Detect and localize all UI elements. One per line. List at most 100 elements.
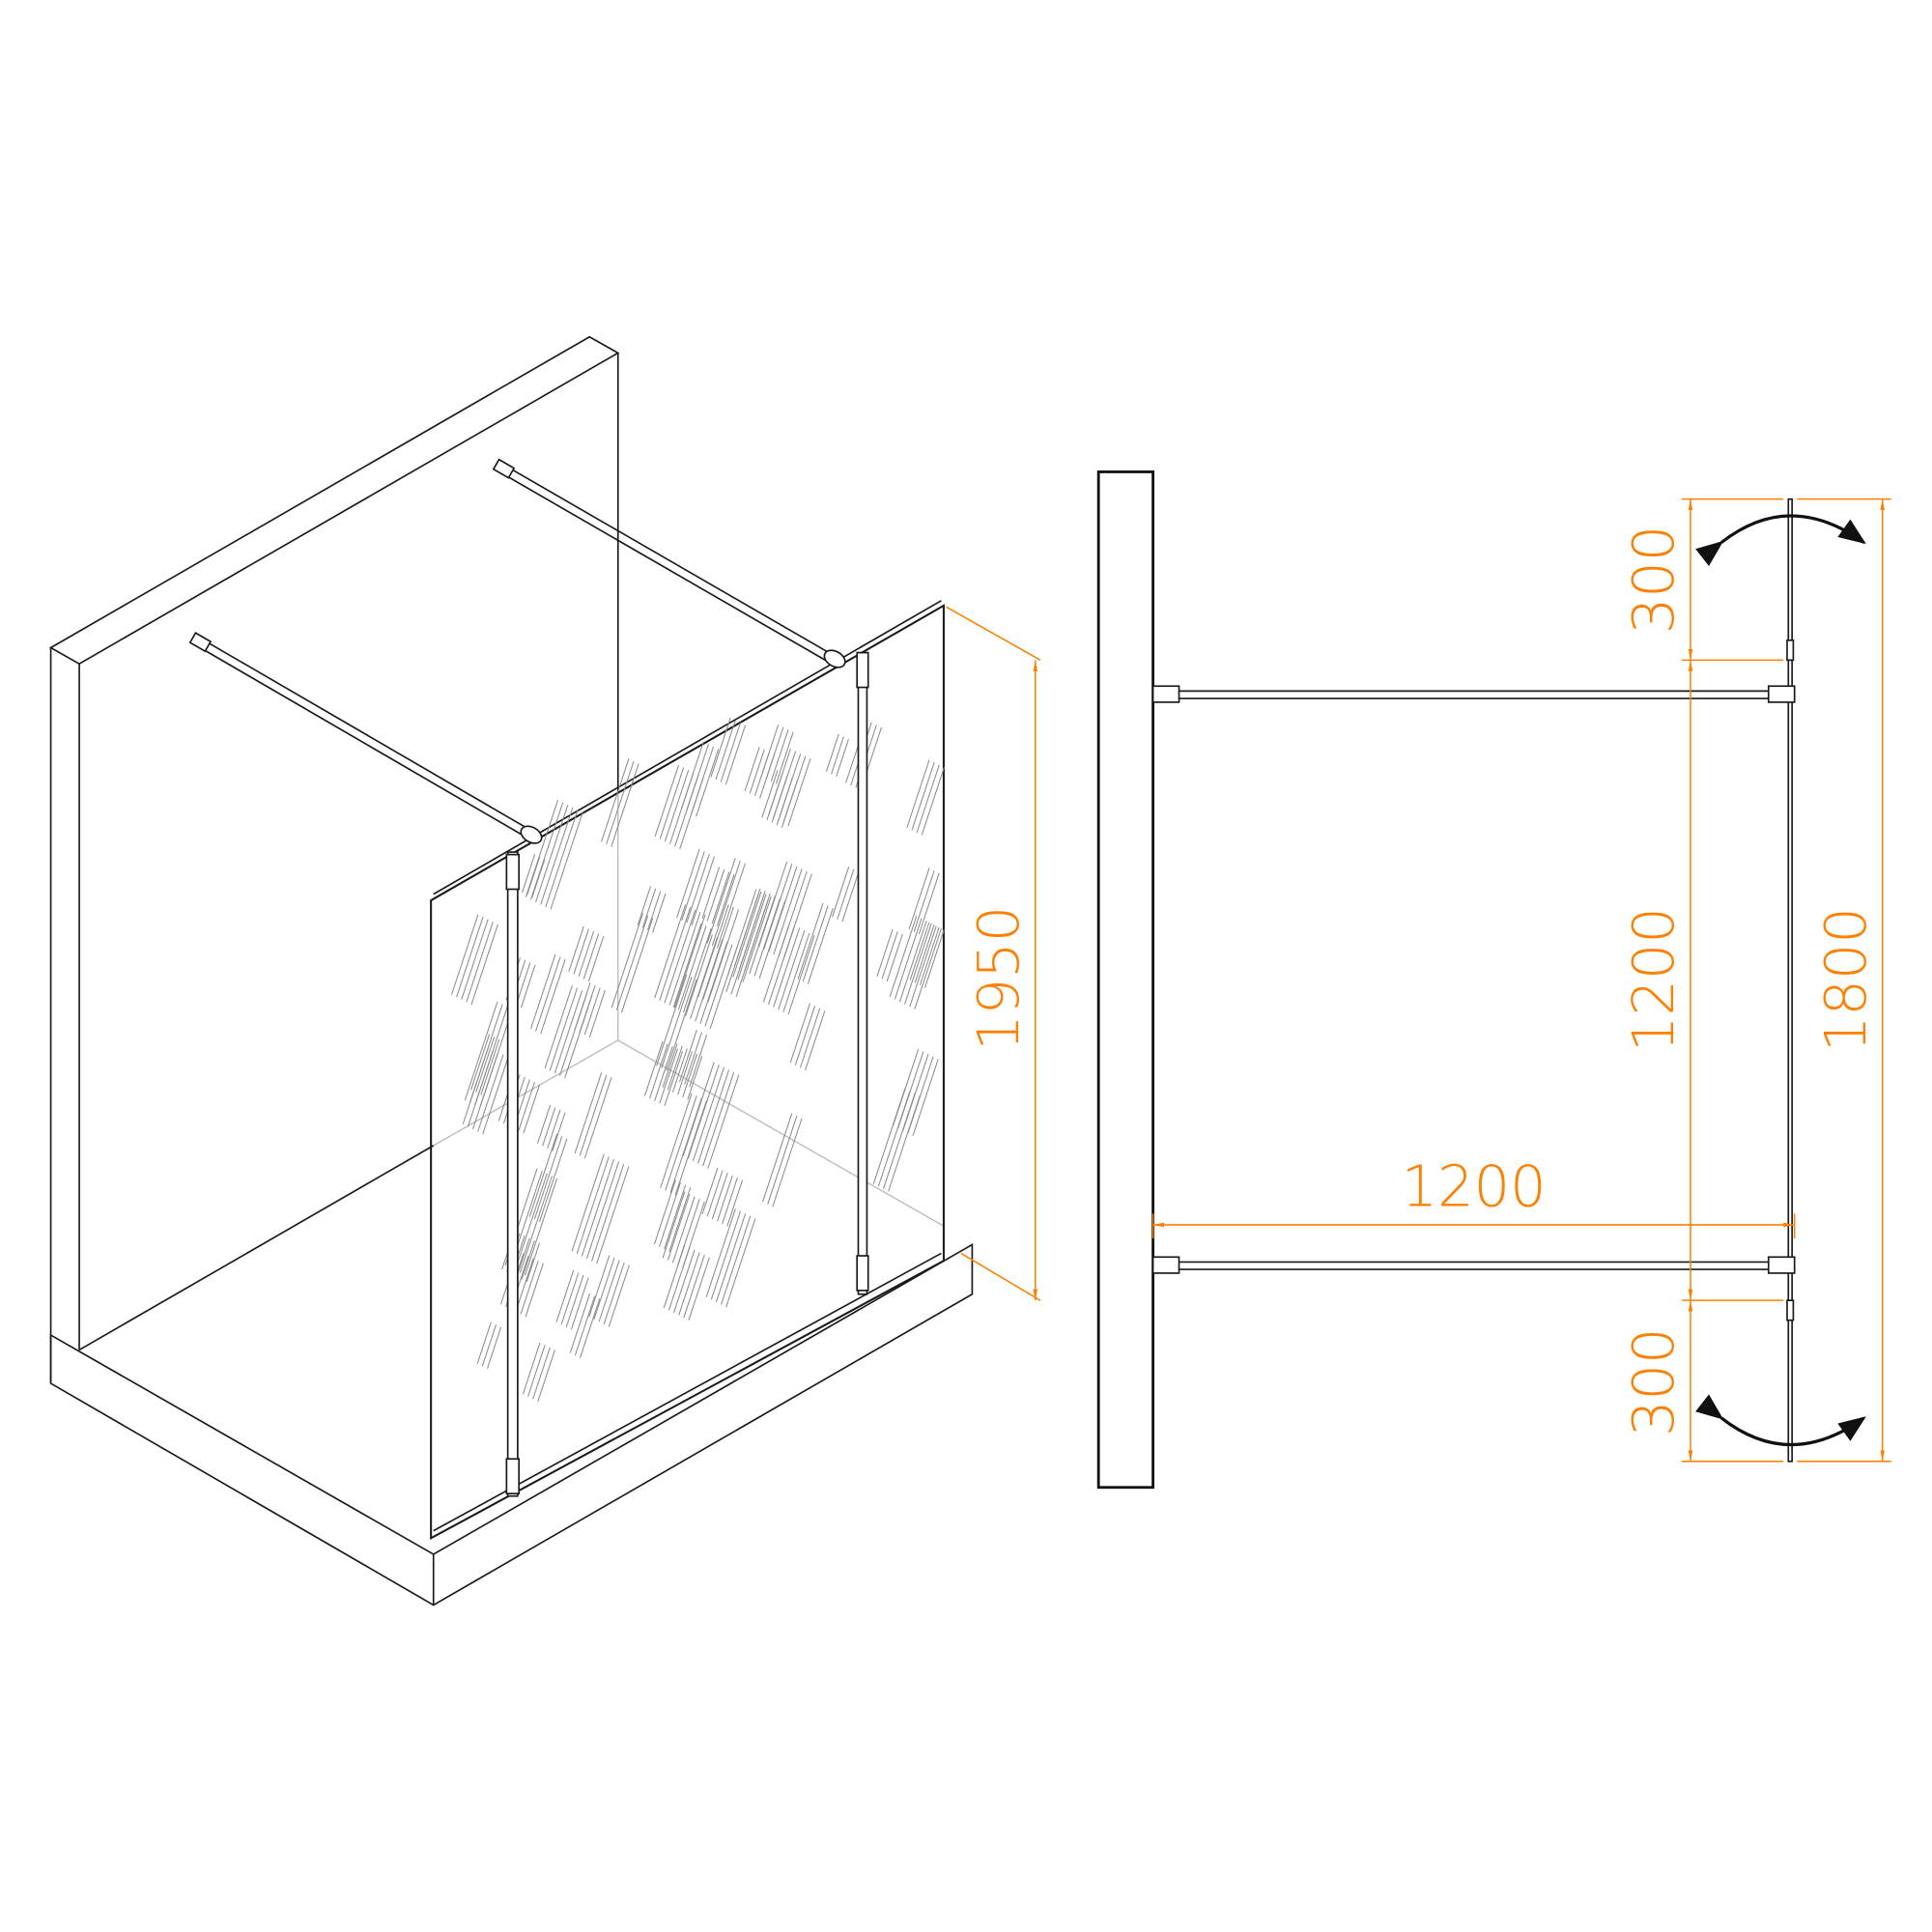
glass-streak	[664, 1051, 684, 1106]
glass-streak	[667, 1193, 691, 1261]
glass-streak	[588, 1255, 611, 1318]
glass-streak	[641, 888, 657, 928]
glass-streak	[683, 1254, 705, 1319]
glass-streak	[549, 987, 578, 1071]
glass-streak	[889, 915, 918, 998]
glass-streak	[514, 1173, 548, 1271]
glass-streak	[652, 893, 667, 933]
glass-streak	[773, 927, 801, 1008]
glass-streak	[832, 867, 850, 918]
swing-arrow-top	[1695, 514, 1866, 567]
glass-streak	[778, 870, 808, 957]
back-wall	[48, 335, 620, 1351]
glass-streak	[671, 1196, 696, 1264]
glass-streak	[668, 912, 701, 1006]
glass-streak	[621, 918, 654, 1013]
glass-streak	[518, 1081, 535, 1131]
glass-streak	[841, 871, 860, 923]
glass-streak	[807, 907, 834, 985]
glass-streak	[527, 1345, 546, 1397]
swing-arrow-bottom	[1695, 1394, 1866, 1447]
glass-streak	[528, 1133, 558, 1217]
glass-streak	[888, 1095, 921, 1192]
glass-streak	[697, 1069, 730, 1164]
glass-streak	[772, 1118, 803, 1208]
glass-streak	[753, 897, 781, 977]
glass-streak	[696, 749, 720, 817]
glass-streak	[587, 935, 605, 982]
glass-streak	[469, 1004, 503, 1103]
glass-streak	[582, 933, 600, 980]
glass-streak	[519, 1176, 553, 1273]
glass-streak	[585, 1161, 620, 1260]
glass-streak	[552, 1112, 566, 1151]
isometric-view: 1950	[48, 335, 1041, 1606]
glass-streak	[659, 1048, 678, 1104]
glass-streak	[684, 934, 713, 1017]
glass-streak	[914, 927, 942, 1009]
glass-streak	[682, 1062, 715, 1156]
glass-streak	[672, 923, 702, 1008]
hinge-profile-left	[505, 851, 521, 1497]
glass-streak	[766, 772, 783, 821]
glass-streak	[581, 1158, 614, 1257]
glass-streak	[711, 871, 730, 924]
glass-streak	[522, 853, 536, 894]
glass-streak	[679, 777, 704, 850]
height-dimension: 1950	[946, 606, 1041, 1301]
glass-streak	[789, 1003, 810, 1064]
glass-streak	[775, 731, 794, 784]
glass-streak	[687, 1065, 720, 1159]
glass-streak	[716, 874, 735, 926]
glass-streak	[776, 777, 793, 826]
glass-streak	[531, 859, 546, 898]
glass-streak	[520, 964, 536, 1009]
glass-streak	[665, 1094, 697, 1191]
glass-streak	[825, 734, 839, 772]
glass-streak	[637, 886, 652, 926]
bottom-swing-dimension-label: 300	[1620, 1327, 1687, 1436]
glass-streak	[515, 1258, 534, 1313]
glass-streak	[720, 723, 741, 782]
glass-streak	[661, 977, 693, 1069]
glass-streak	[681, 851, 705, 921]
stabilizer-bar-rear	[492, 458, 846, 668]
glass-streak	[695, 939, 724, 1022]
glass-streak	[711, 1172, 728, 1220]
glass-streak	[759, 753, 776, 799]
glass-streak	[799, 1008, 821, 1068]
glass-streak	[912, 1059, 939, 1136]
glass-streak	[909, 922, 930, 980]
glass-streak	[678, 1029, 697, 1083]
glass-streak	[724, 724, 747, 785]
glass-streak	[924, 929, 945, 988]
glass-streak	[778, 930, 806, 1010]
glass-streak	[662, 1043, 678, 1088]
glass-streak	[526, 1242, 540, 1283]
glass-streak	[583, 1077, 612, 1159]
glass-streak	[646, 891, 662, 931]
glass-streak	[684, 1032, 702, 1085]
wall	[1096, 470, 1154, 1490]
glass-streak	[906, 759, 930, 829]
glass-streak	[686, 853, 710, 923]
glass-streak	[770, 729, 789, 782]
glass-streak	[707, 1074, 740, 1169]
glass-streak	[725, 1218, 756, 1308]
glass-texture	[450, 717, 945, 1402]
glass-streak	[576, 1156, 610, 1255]
glass-streak	[692, 1066, 724, 1162]
glass-streak	[565, 1275, 584, 1327]
glass-streak	[717, 1175, 733, 1222]
glass-streak	[671, 1048, 688, 1093]
glass-streak	[687, 1056, 703, 1100]
glass-streak	[666, 979, 697, 1071]
glass-streak	[742, 896, 772, 982]
glass-streak	[894, 918, 923, 1000]
glass-streak	[837, 868, 855, 920]
fixed-length-dimension-label: 1200	[1620, 907, 1687, 1052]
glass-streak	[654, 904, 687, 999]
glass-streak	[654, 1045, 673, 1101]
glass-streak	[568, 925, 584, 972]
glass-streak	[662, 1191, 686, 1259]
